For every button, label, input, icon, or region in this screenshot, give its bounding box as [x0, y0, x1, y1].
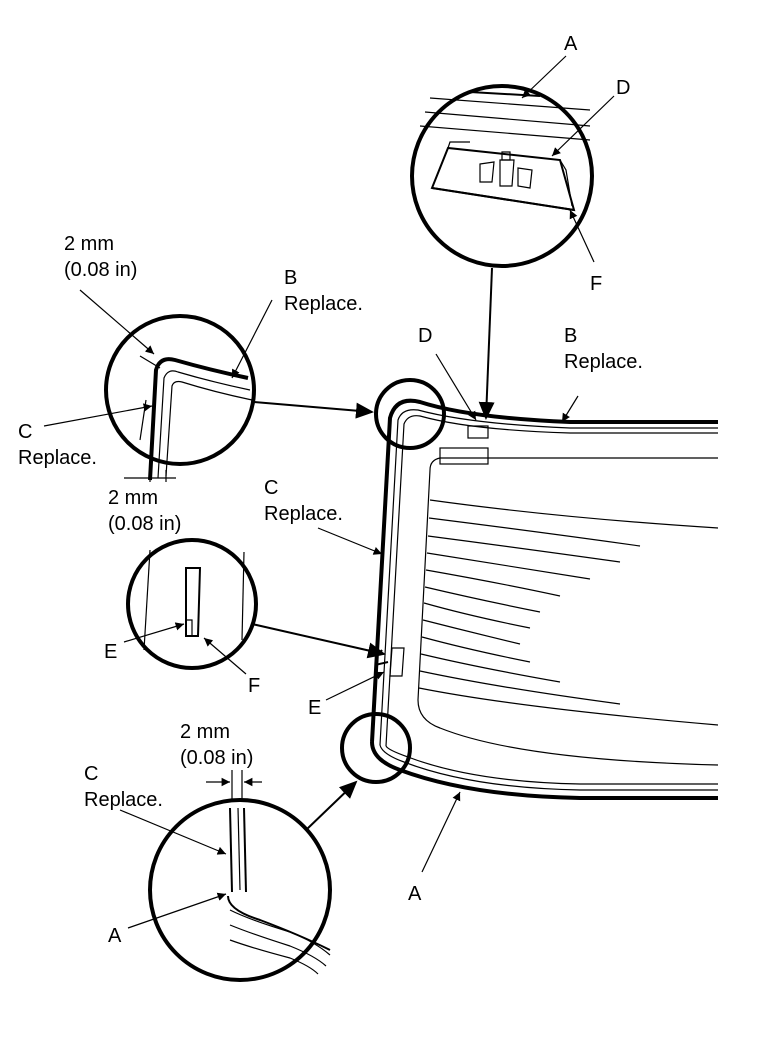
label-c-bottom: C: [84, 763, 98, 785]
label-e-mid: E: [308, 697, 321, 719]
detail-bottom-corner: [148, 798, 332, 982]
label-f-detail: F: [248, 675, 260, 697]
label-a-bottom: A: [408, 883, 422, 905]
label-f-top: F: [590, 273, 602, 295]
connector-arrow-bottom: [305, 780, 358, 831]
label-inch-left: (0.08 in): [108, 513, 181, 535]
bottom-corner-highlight-circle: [340, 712, 412, 784]
label-2mm-top: 2 mm: [64, 233, 114, 255]
label-b-left-replace: Replace.: [284, 293, 363, 315]
detail-left-corner: [104, 314, 256, 481]
rear-window-glass: [370, 398, 719, 800]
label-b-right-replace: Replace.: [564, 351, 643, 373]
label-c-mid: C: [264, 477, 278, 499]
label-c-bottom-replace: Replace.: [84, 789, 163, 811]
label-inch-top: (0.08 in): [64, 259, 137, 281]
label-2mm-bottom: 2 mm: [180, 721, 230, 743]
connector-arrow-mid: [251, 623, 386, 659]
label-d-top: D: [616, 77, 630, 99]
connector-arrow-left: [253, 401, 374, 419]
label-inch-bottom: (0.08 in): [180, 747, 253, 769]
label-2mm-left: 2 mm: [108, 487, 158, 509]
label-c-left-replace: Replace.: [18, 447, 97, 469]
connector-arrow-top: [478, 267, 495, 420]
detail-left-clip: [126, 538, 258, 670]
label-c-mid-replace: Replace.: [264, 503, 343, 525]
corner-highlight-circle: [374, 378, 446, 450]
label-b-right: B: [564, 325, 577, 347]
label-a-top: A: [564, 33, 578, 55]
label-d-mid: D: [418, 325, 432, 347]
detail-top-clip: [410, 84, 594, 268]
label-c-left: C: [18, 421, 32, 443]
label-b-left: B: [284, 267, 297, 289]
label-e-detail: E: [104, 641, 117, 663]
label-a-detail-bottom: A: [108, 925, 122, 947]
